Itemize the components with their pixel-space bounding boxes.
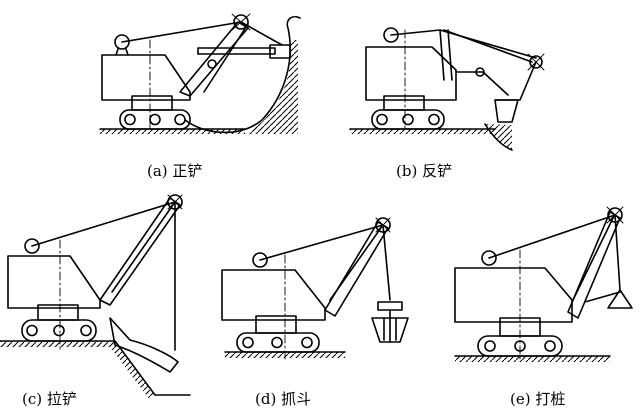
- caption-b: (b) 反铲: [396, 162, 453, 180]
- panel-d-crawler: [236, 315, 320, 353]
- panel-c-dragline: [0, 194, 191, 400]
- panel-e-ground: [454, 355, 611, 362]
- panel-a-dipper-arm: [197, 23, 276, 93]
- panel-c-boom: [31, 194, 183, 306]
- panel-c-crawler: [21, 304, 97, 342]
- panel-c-cab: [7, 238, 101, 351]
- panel-d-clamshell: [221, 217, 409, 361]
- panel-c-bucket: [109, 201, 179, 373]
- panel-e-pile-hammer: [584, 214, 633, 309]
- panel-e-boom: [488, 206, 624, 319]
- panel-d-grab-bucket: [371, 224, 409, 343]
- panel-d-boom: [259, 217, 391, 317]
- caption-d: (d) 抓斗: [255, 390, 312, 408]
- panel-e-pile-driver: [454, 206, 633, 362]
- panel-c-ground: [0, 340, 191, 400]
- caption-a: (a) 正铲: [147, 162, 203, 180]
- caption-c: (c) 拉铲: [22, 390, 77, 408]
- panel-b-ground: [349, 123, 513, 151]
- panel-b-backhoe: [349, 27, 545, 151]
- panel-e-cab: [454, 249, 573, 361]
- panel-a-face-shovel: [99, 13, 301, 134]
- panel-d-cab: [221, 252, 326, 361]
- panel-a-earth-face: [184, 15, 301, 134]
- panel-b-cab: [365, 27, 457, 129]
- panel-a-dipper: [240, 21, 291, 59]
- caption-e: (e) 打桩: [510, 390, 566, 408]
- panel-b-stick-and-bucket: [455, 61, 537, 123]
- panel-b-crawler: [371, 95, 445, 130]
- panel-a-crawler: [119, 95, 191, 130]
